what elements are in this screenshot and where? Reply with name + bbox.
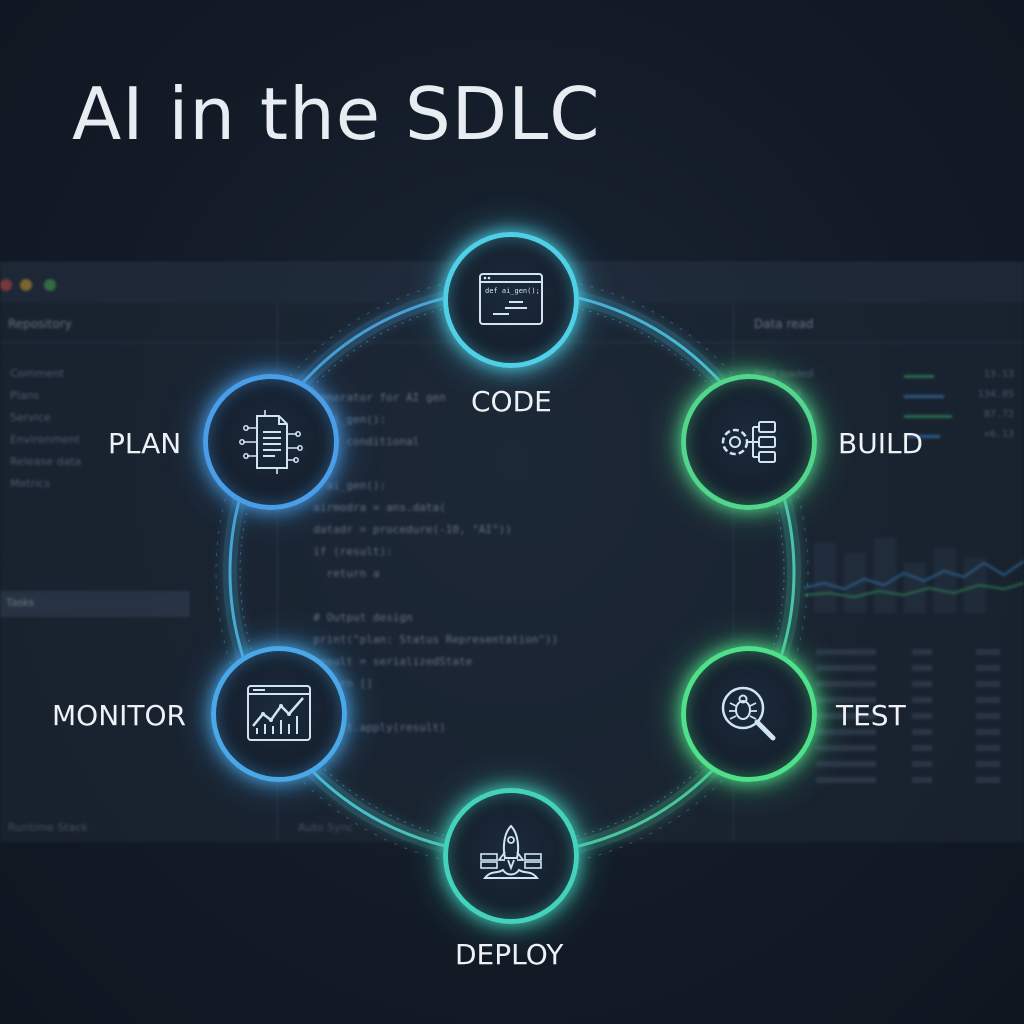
table-row bbox=[816, 679, 1010, 689]
close-dot-icon bbox=[0, 279, 12, 291]
sidebar-item: Service bbox=[10, 411, 51, 424]
table-cell bbox=[976, 697, 1000, 703]
code-icon-text: def ai_gen(); bbox=[485, 287, 540, 295]
page-title: AI in the SDLC bbox=[72, 72, 601, 156]
stage-label-code: CODE bbox=[471, 385, 552, 418]
code-line: airmodra = ans.data( bbox=[300, 501, 446, 514]
background-area-chart bbox=[804, 538, 1024, 613]
metric-value: 13.13 bbox=[983, 369, 1014, 380]
metric-bar bbox=[904, 375, 934, 378]
metric-value: 134.85 bbox=[977, 389, 1014, 400]
table-cell bbox=[912, 777, 932, 783]
table-cell bbox=[976, 745, 1000, 751]
table-row bbox=[816, 695, 1010, 705]
table-cell bbox=[912, 649, 932, 655]
stage-label-test: TEST bbox=[836, 699, 906, 732]
code-line: if (result): bbox=[300, 545, 393, 558]
table-cell bbox=[912, 713, 932, 719]
sidebar-item: Environment bbox=[10, 433, 81, 446]
stage-label-plan: PLAN bbox=[108, 427, 182, 460]
node-ring bbox=[211, 646, 347, 782]
table-cell bbox=[816, 681, 876, 687]
table-cell bbox=[976, 761, 1000, 767]
ai-document-icon bbox=[239, 410, 303, 474]
stage-node-code[interactable]: def ai_gen(); bbox=[443, 232, 579, 368]
sidebar-selected-label: Tasks bbox=[6, 597, 35, 609]
table-row bbox=[816, 727, 1010, 737]
gear-pipeline-icon bbox=[721, 421, 776, 463]
table-row bbox=[816, 647, 1010, 657]
code-line: result.apply(result) bbox=[300, 721, 446, 734]
table-cell bbox=[976, 713, 1000, 719]
rocket-servers-icon bbox=[480, 824, 542, 879]
stage-node-plan[interactable] bbox=[203, 374, 339, 510]
sidebar-item: Metrics bbox=[10, 477, 50, 490]
table-cell bbox=[816, 745, 876, 751]
table-cell bbox=[816, 713, 876, 719]
table-row bbox=[816, 759, 1010, 769]
data-pane-header: Data read bbox=[734, 303, 1024, 343]
code-line: # Output design bbox=[300, 611, 413, 624]
stage-node-test[interactable] bbox=[681, 646, 817, 782]
table-cell bbox=[816, 777, 876, 783]
minimize-dot-icon bbox=[20, 279, 32, 291]
stage-node-deploy[interactable] bbox=[443, 788, 579, 924]
table-cell bbox=[912, 761, 932, 767]
sidebar-item: Comment bbox=[10, 367, 64, 380]
metric-bar bbox=[904, 415, 952, 418]
stage-label-monitor: MONITOR bbox=[52, 699, 186, 732]
sidebar-header: Repository bbox=[0, 303, 277, 343]
sidebar-item: Release data bbox=[10, 455, 82, 468]
table-cell bbox=[816, 649, 876, 655]
table-cell bbox=[912, 665, 932, 671]
table-cell bbox=[912, 729, 932, 735]
code-line: print("plan: Status Representation")) bbox=[300, 633, 559, 646]
sidebar-header-label: Repository bbox=[8, 317, 72, 331]
table-cell bbox=[912, 745, 932, 751]
stage-node-monitor[interactable] bbox=[211, 646, 347, 782]
stage-label-build: BUILD bbox=[838, 427, 924, 460]
table-row bbox=[816, 775, 1010, 785]
sidebar-footer: Runtime Stack bbox=[8, 821, 88, 834]
table-cell bbox=[912, 681, 932, 687]
table-row bbox=[816, 743, 1010, 753]
code-footer: Auto Sync bbox=[298, 821, 354, 834]
chart-window-icon bbox=[247, 685, 311, 741]
table-cell bbox=[912, 697, 932, 703]
table-cell bbox=[816, 761, 876, 767]
table-cell bbox=[976, 649, 1000, 655]
metric-value: 87.72 bbox=[983, 409, 1014, 420]
table-cell bbox=[816, 729, 876, 735]
metric-row: Prod loaded 13.13 bbox=[754, 369, 1014, 383]
table-cell bbox=[976, 681, 1000, 687]
code-line: datadr = procedure(-10, "AI")) bbox=[300, 523, 512, 536]
sidebar-item: Plans bbox=[10, 389, 40, 402]
metric-label: Prod loaded bbox=[754, 369, 814, 380]
table-cell bbox=[816, 697, 876, 703]
stage-node-build[interactable] bbox=[681, 374, 817, 510]
ide-sidebar-pane: Repository Comment Plans Service Environ… bbox=[0, 303, 278, 842]
table-cell bbox=[976, 777, 1000, 783]
code-line: return a bbox=[300, 567, 380, 580]
node-ring bbox=[681, 646, 817, 782]
stage-label-deploy: DEPLOY bbox=[455, 938, 564, 971]
metric-value: +6.13 bbox=[983, 429, 1014, 440]
table-row bbox=[816, 663, 1010, 673]
sidebar-selected-item: Tasks bbox=[0, 591, 190, 617]
table-cell bbox=[816, 665, 876, 671]
metric-bar bbox=[904, 435, 940, 438]
table-cell bbox=[976, 665, 1000, 671]
node-ring bbox=[681, 374, 817, 510]
node-ring bbox=[443, 788, 579, 924]
maximize-dot-icon bbox=[44, 279, 56, 291]
table-row bbox=[816, 711, 1010, 721]
table-cell bbox=[976, 729, 1000, 735]
data-pane-title: Data read bbox=[754, 317, 814, 331]
node-ring bbox=[443, 232, 579, 368]
node-ring bbox=[203, 374, 339, 510]
code-window-icon: def ai_gen(); bbox=[479, 273, 543, 325]
metric-bar bbox=[904, 395, 944, 398]
bug-magnifier-icon bbox=[721, 686, 776, 741]
